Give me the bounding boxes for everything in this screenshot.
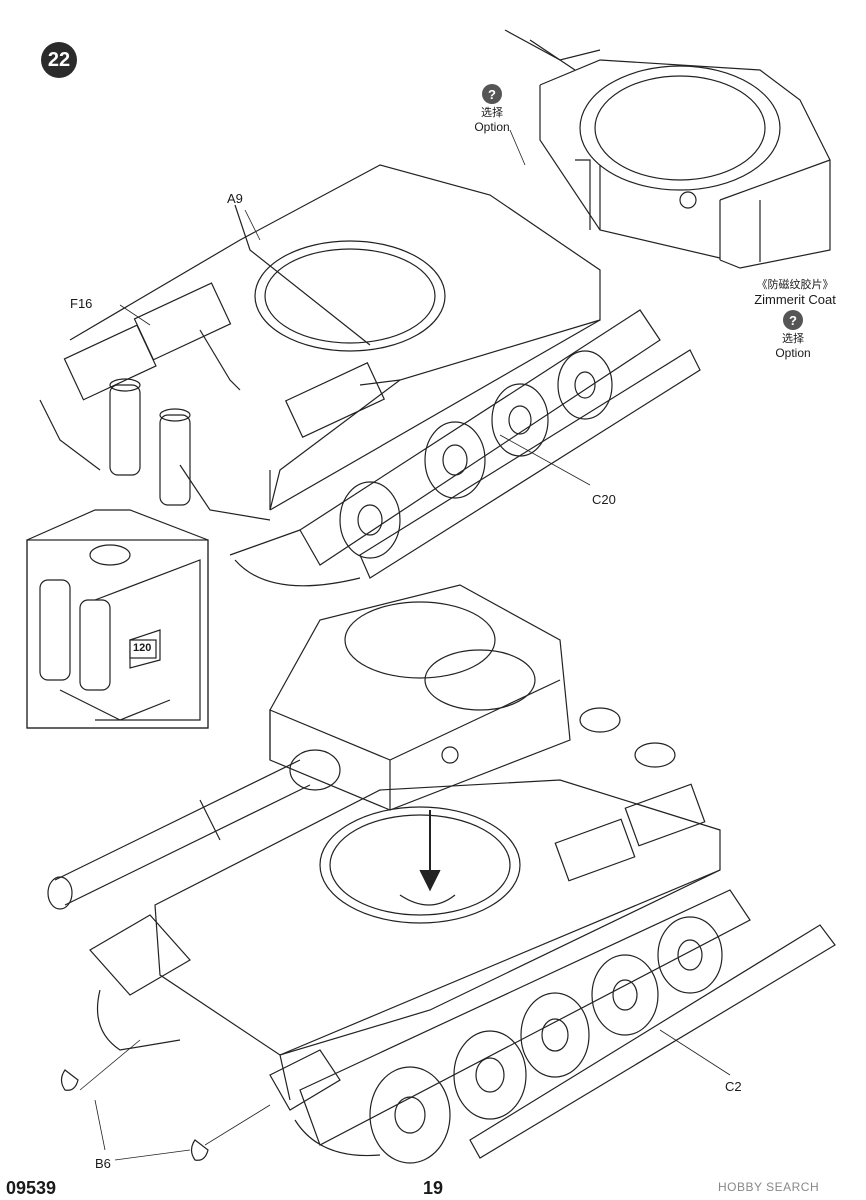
part-label-c2: C2 bbox=[725, 1079, 742, 1094]
question-icon: ? bbox=[482, 84, 502, 104]
zimmerit-en-label: Zimmerit Coat bbox=[754, 292, 836, 307]
detail-inset bbox=[26, 509, 209, 729]
kit-number: 09539 bbox=[6, 1178, 57, 1198]
watermark: HOBBY SEARCH bbox=[718, 1180, 820, 1194]
zimmerit-callout: 《防磁纹胶片》 Zimmerit Coat bbox=[740, 276, 850, 307]
step-number: 22 bbox=[47, 48, 71, 71]
part-label-b6: B6 bbox=[95, 1156, 111, 1171]
page-number: 19 bbox=[423, 1178, 444, 1198]
option-callout-top: ? 选择 Option bbox=[472, 84, 512, 134]
zimmerit-cn-label: 《防磁纹胶片》 bbox=[756, 278, 834, 291]
part-label-a9: A9 bbox=[227, 191, 243, 206]
option-en-label: Option bbox=[474, 120, 510, 134]
inset-turret-number: 120 bbox=[133, 642, 152, 654]
upper-hull-drawing bbox=[39, 129, 701, 587]
option-cn-label: 选择 bbox=[782, 332, 804, 345]
option-en-label: Option bbox=[775, 346, 811, 360]
option-cn-label: 选择 bbox=[481, 106, 503, 119]
option-callout-right: ? 选择 Option bbox=[773, 310, 813, 360]
lower-tank-drawing bbox=[47, 584, 836, 1164]
question-icon: ? bbox=[783, 310, 803, 330]
step-number-badge: 22 bbox=[41, 42, 77, 78]
part-label-c20: C20 bbox=[592, 492, 616, 507]
turret-ring-drawing bbox=[504, 29, 831, 269]
part-label-f16: F16 bbox=[70, 296, 93, 311]
